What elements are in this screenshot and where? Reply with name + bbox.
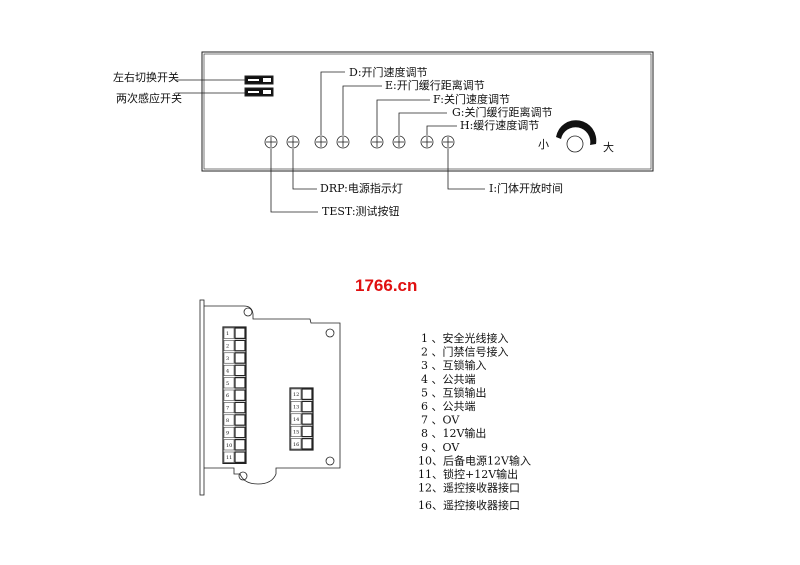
- label-open-time: I:门体开放时间: [489, 181, 563, 195]
- legend-item: 3 、互锁输入: [421, 358, 487, 372]
- terminal-2: 2: [223, 339, 246, 352]
- label-open-slow-distance: E:开门缓行距离调节: [385, 78, 485, 92]
- terminal-number: 4: [226, 368, 229, 374]
- terminal-number: 14: [293, 417, 299, 423]
- terminal-number: 11: [226, 455, 232, 461]
- legend-item: 1 、安全光线接入: [421, 331, 509, 345]
- terminal-number: 13: [293, 405, 299, 411]
- terminal-10: 10: [223, 439, 246, 451]
- watermark-logo: 1766.cn: [355, 276, 417, 295]
- adjust-potentiometer-icon[interactable]: [420, 135, 434, 149]
- adjust-potentiometer-icon[interactable]: [286, 135, 300, 149]
- label-slow-speed: H:缓行速度调节: [460, 118, 539, 132]
- terminal-number: 10: [226, 443, 232, 449]
- legend-item: 10、后备电源12V输入: [418, 453, 531, 467]
- legend-item: 4 、公共端: [421, 373, 476, 386]
- legend-item: 12、遥控接收器接口: [418, 481, 520, 495]
- label-close-slow-distance: G:关门缓行距离调节: [452, 105, 553, 119]
- terminal-5: 5: [223, 377, 246, 389]
- switch-label-left-right: 左右切换开关: [113, 70, 179, 84]
- adjust-potentiometer-icon[interactable]: [336, 135, 350, 149]
- legend-item: 6 、公共端: [421, 400, 476, 413]
- terminal-number: 12: [293, 392, 299, 398]
- terminal-1: 1: [223, 327, 246, 339]
- legend-item: 9 、OV: [421, 441, 460, 454]
- legend-item: 16、遥控接收器接口: [418, 498, 520, 512]
- terminal-9: 9: [223, 426, 246, 439]
- sensitivity-knob: [556, 120, 597, 153]
- terminal-number: 7: [226, 406, 229, 412]
- terminal-14: 14: [290, 413, 313, 425]
- adjust-potentiometer-icon[interactable]: [264, 135, 278, 149]
- terminal-number: 2: [226, 344, 229, 350]
- terminal-4: 4: [223, 364, 246, 377]
- terminal-number: 6: [226, 393, 229, 399]
- terminal-3: 3: [223, 352, 246, 364]
- terminal-7: 7: [223, 401, 246, 414]
- legend-item: 8 、12V输出: [421, 426, 486, 440]
- adjust-potentiometer-icon[interactable]: [314, 135, 328, 149]
- legend-item: 7 、OV: [421, 414, 460, 427]
- dip-switch-double-sense: [244, 87, 274, 97]
- terminal-number: 9: [226, 430, 229, 436]
- terminal-number: 15: [293, 429, 299, 435]
- legend-item: 2 、门禁信号接入: [421, 345, 509, 359]
- label-test-button: TEST:测试按钮: [322, 204, 400, 218]
- terminal-13: 13: [290, 400, 313, 413]
- terminal-12: 12: [290, 388, 313, 400]
- terminal-16: 16: [290, 438, 313, 450]
- terminal-number: 1: [226, 331, 229, 337]
- legend-item: 5 、互锁输出: [421, 385, 487, 399]
- terminal-15: 15: [290, 425, 313, 438]
- terminal-6: 6: [223, 389, 246, 401]
- adjust-potentiometer-icon[interactable]: [370, 135, 384, 149]
- label-open-speed: D:开门速度调节: [349, 65, 428, 79]
- adjust-potentiometer-icon[interactable]: [392, 135, 406, 149]
- terminal-number: 8: [226, 418, 229, 424]
- terminal-number: 16: [293, 442, 299, 448]
- knob-max-label: 大: [603, 140, 614, 154]
- dip-switch-left-right: [244, 75, 274, 85]
- control-panel: 左右切换开关 两次感应开关 D:开门速度调节 E:开门缓行距离调节 F:关门速度…: [113, 51, 654, 218]
- legend-item: 11、锁控+12V输出: [418, 467, 518, 481]
- terminal-11: 11: [223, 451, 246, 463]
- terminal-8: 8: [223, 414, 246, 426]
- label-power-indicator: DRP:电源指示灯: [320, 181, 403, 195]
- knob-min-label: 小: [538, 138, 549, 151]
- switch-label-double-sense: 两次感应开关: [116, 91, 182, 105]
- terminal-number: 3: [226, 356, 229, 362]
- label-close-speed: F:关门速度调节: [433, 92, 510, 106]
- terminal-number: 5: [226, 381, 229, 387]
- adjust-potentiometer-icon[interactable]: [441, 135, 455, 149]
